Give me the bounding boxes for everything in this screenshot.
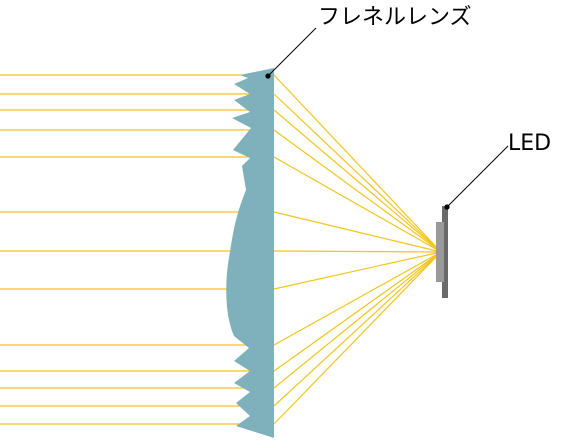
converging-ray — [273, 251, 442, 407]
converging-ray — [273, 251, 442, 290]
converging-ray — [273, 109, 442, 253]
converging-ray — [273, 74, 442, 253]
led-base — [442, 206, 448, 298]
lens-leader-dot — [265, 73, 271, 79]
lens-leader-line — [267, 27, 317, 77]
converging-ray — [273, 251, 442, 425]
converging-ray — [273, 129, 442, 253]
led-body — [436, 222, 444, 282]
converging-ray — [273, 211, 442, 253]
led-leader-dot — [444, 204, 450, 210]
led-leader-line — [446, 145, 509, 208]
converging-ray — [273, 93, 442, 253]
fresnel-lens — [226, 68, 274, 438]
light-rays — [0, 74, 442, 425]
converging-ray — [273, 251, 442, 346]
led-label: LED — [508, 131, 551, 156]
converging-ray — [273, 251, 442, 389]
converging-ray — [273, 156, 442, 253]
converging-ray — [273, 250, 442, 253]
converging-ray — [273, 251, 442, 372]
lens-label: フレネルレンズ — [318, 5, 472, 30]
